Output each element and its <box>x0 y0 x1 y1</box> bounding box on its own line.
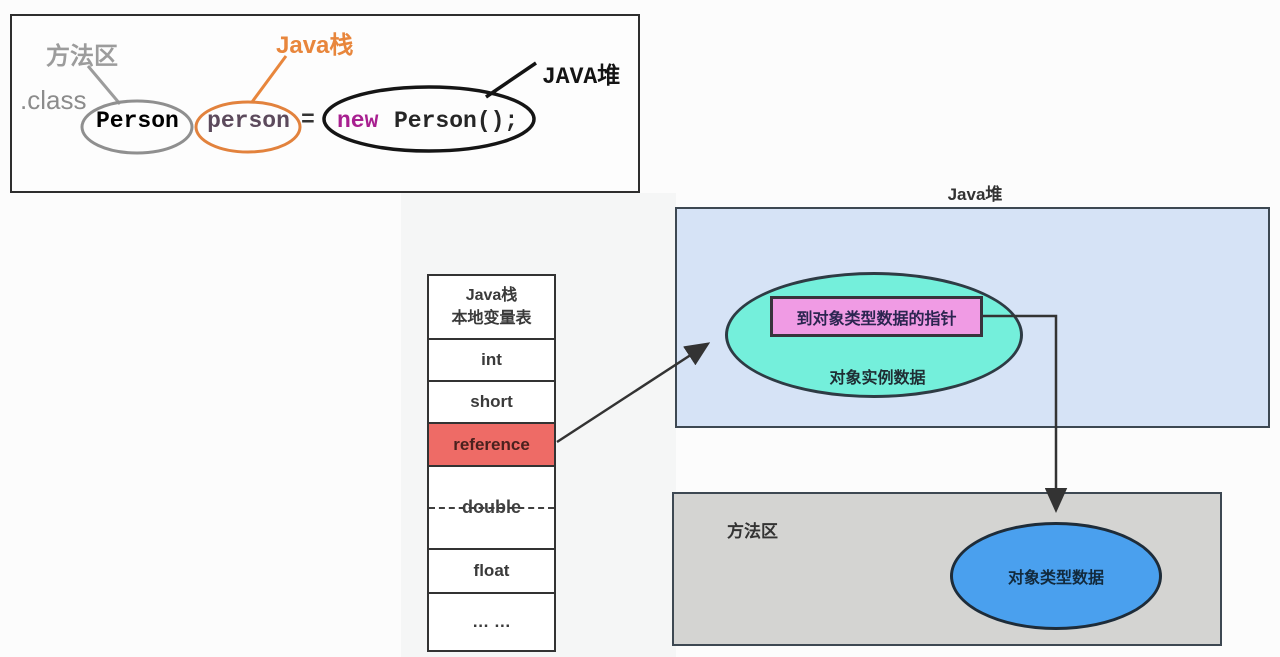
stack-row-ellipsis: … … <box>429 592 554 650</box>
stack-row-reference: reference <box>429 422 554 465</box>
stack-row-double-label: double <box>462 497 521 517</box>
stack-row-float: float <box>429 548 554 592</box>
java-stack-annotation-label: Java栈 <box>276 32 354 59</box>
object-instance-data-label: 对象实例数据 <box>829 370 926 387</box>
java-stack-local-variable-table: Java栈 本地变量表 int short reference double f… <box>427 274 556 652</box>
stack-table-header: Java栈 本地变量表 <box>429 276 554 338</box>
stack-header-line1: Java栈 <box>465 286 518 304</box>
java-heap-annotation-label: JAVA堆 <box>542 64 621 90</box>
code-token-new-keyword: new <box>337 108 379 134</box>
heap-title: Java堆 <box>947 185 1003 204</box>
code-token-variable: person <box>207 108 290 134</box>
code-token-equals: = <box>301 107 315 133</box>
code-token-type: Person <box>96 108 179 134</box>
method-area-title: 方法区 <box>727 522 778 541</box>
stack-row-short: short <box>429 380 554 422</box>
code-token-constructor: Person(); <box>394 108 519 134</box>
object-type-data-ellipse: 对象类型数据 <box>950 522 1162 630</box>
pointer-to-type-data-box: 到对象类型数据的指针 <box>770 296 983 337</box>
class-file-label: .class <box>20 85 87 115</box>
stack-row-double: double <box>429 465 554 548</box>
stack-row-int: int <box>429 338 554 380</box>
method-area-annotation-label: 方法区 <box>46 43 118 70</box>
double-slot-dashed-line <box>429 506 554 509</box>
stack-header-line2: 本地变量表 <box>451 310 532 327</box>
